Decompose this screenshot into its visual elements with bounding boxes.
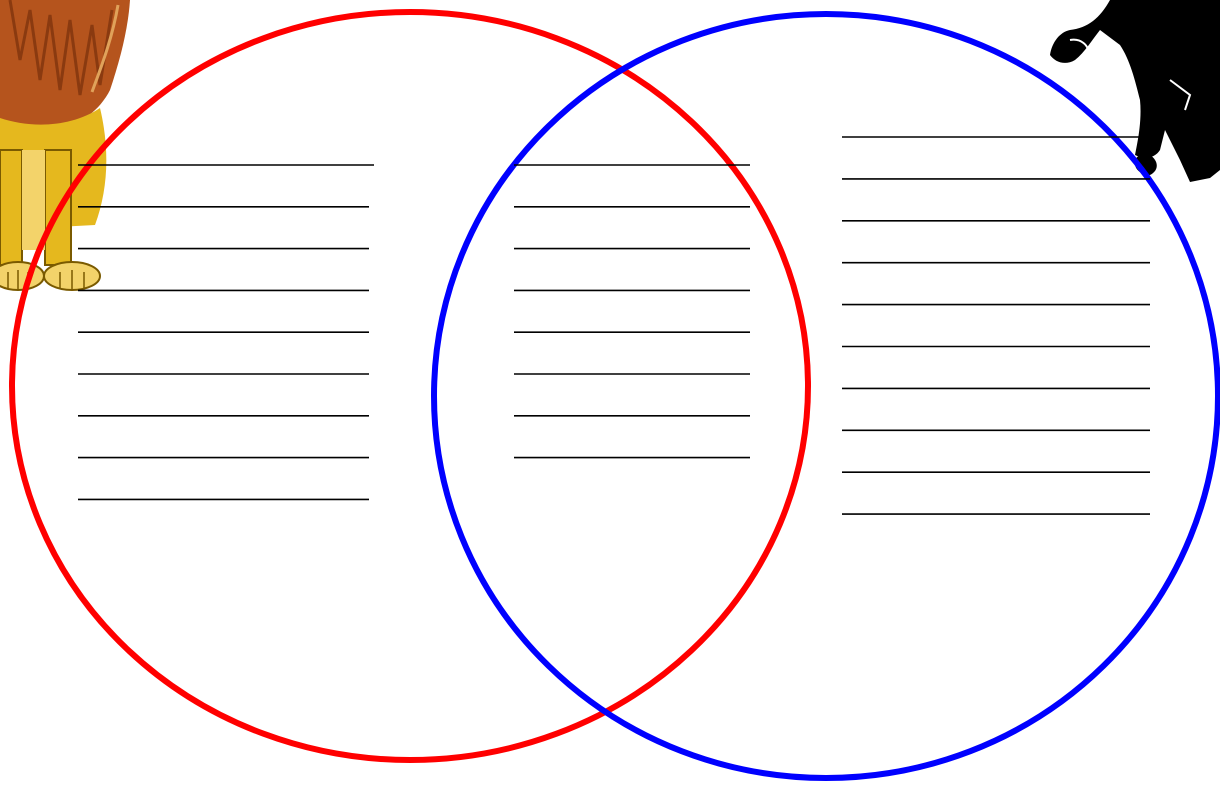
writing-lines [0,0,1220,787]
venn-worksheet [0,0,1220,787]
